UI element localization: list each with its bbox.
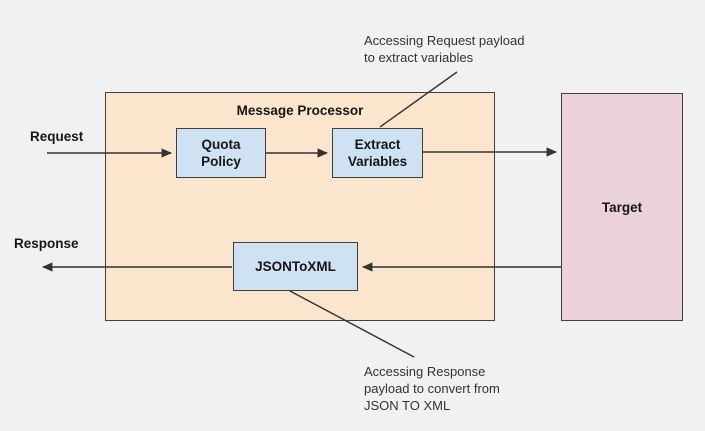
response-payload-annotation: Accessing Response payload to convert fr… xyxy=(364,364,500,413)
target-node: Target xyxy=(561,93,683,321)
json-to-xml-node: JSONToXML xyxy=(233,242,358,291)
message-processor-title: Message Processor xyxy=(236,103,364,118)
extract-variables-node: Extract Variables xyxy=(332,128,423,178)
response-label: Response xyxy=(14,236,79,251)
quota-policy-node: Quota Policy xyxy=(176,128,266,178)
request-payload-annotation: Accessing Request payload to extract var… xyxy=(364,33,525,65)
request-label: Request xyxy=(30,129,84,144)
